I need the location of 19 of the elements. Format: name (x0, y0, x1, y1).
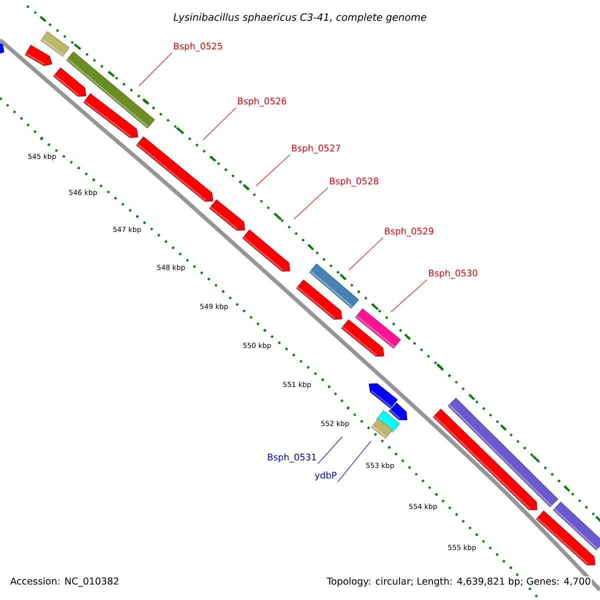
gene-label: Bsph_0530 (429, 270, 478, 278)
leader-line (390, 279, 428, 312)
gene-label: Bsph_0525 (174, 42, 222, 52)
title: Lysinibacillus sphaericus C3-41, complete genome (174, 13, 426, 23)
leader-line (202, 107, 236, 140)
gene-label: Bsph_0527 (292, 144, 340, 154)
leader-line (138, 52, 172, 86)
leader-line (294, 187, 328, 220)
leader-line (256, 154, 290, 186)
gene-label: Bsph_0526 (238, 98, 286, 106)
leader-line (318, 436, 342, 464)
gene-label: Bsph_0528 (330, 178, 378, 186)
genome-info-text: Topology: circular; Length: 4,639,821 bp; Genes: 4,700 (326, 576, 592, 588)
gene-label: Bsph_0531 (268, 454, 316, 462)
gene-label: ydbP (314, 472, 336, 480)
leader-line (338, 440, 372, 482)
leader-line (348, 237, 384, 270)
accession-text: Accession: NC_010382 (10, 577, 118, 587)
gene-label: Bsph_0529 (385, 228, 434, 236)
